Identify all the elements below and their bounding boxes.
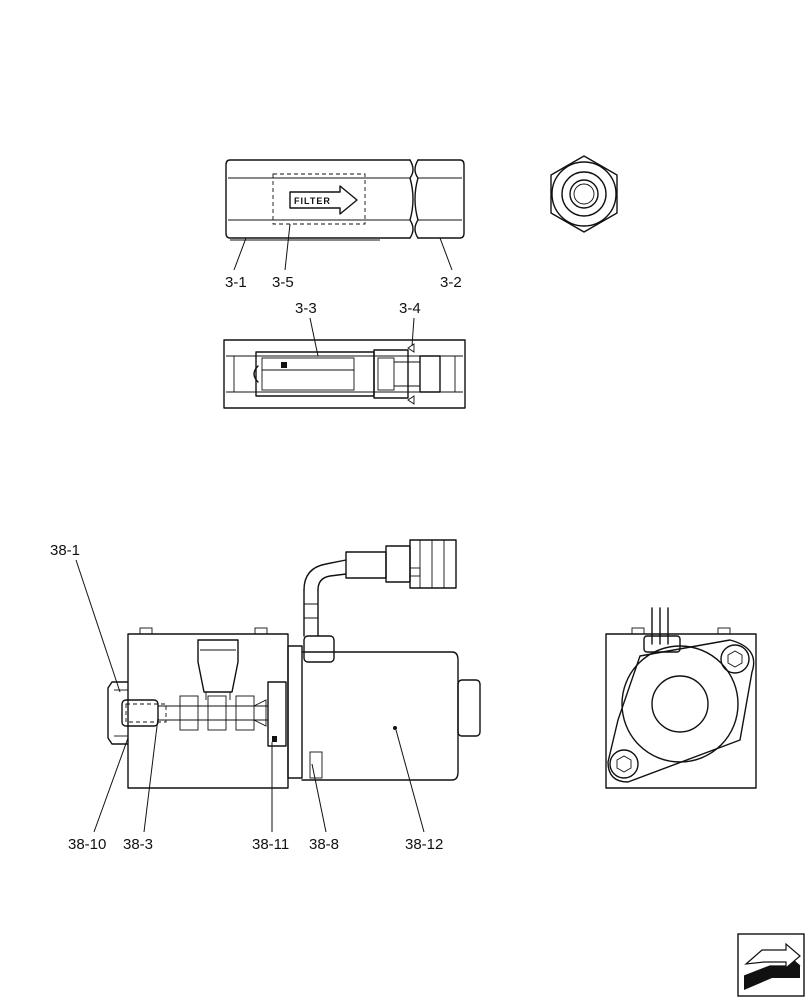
label-38-11: 38-11 (252, 836, 289, 853)
label-3-2: 3-2 (440, 274, 462, 291)
label-3-1: 3-1 (225, 274, 247, 291)
label-38-3: 38-3 (123, 836, 153, 853)
next-page-arrow-icon[interactable] (737, 933, 805, 997)
part-labels: 3-1 3-5 3-2 3-3 3-4 38-1 38-10 38-3 38-1… (50, 274, 462, 853)
solenoid-side-view (107, 539, 481, 789)
filter-stamp-text: FILTER (294, 196, 331, 206)
filter-end-view (550, 155, 618, 233)
label-38-8: 38-8 (309, 836, 339, 853)
label-3-3: 3-3 (295, 300, 317, 317)
label-38-10: 38-10 (68, 836, 106, 853)
label-3-4: 3-4 (399, 300, 421, 317)
label-38-1: 38-1 (50, 542, 80, 559)
filter-section-view (223, 339, 466, 409)
filter-side-view: FILTER (225, 159, 465, 241)
solenoid-end-view (605, 607, 757, 789)
label-3-5: 3-5 (272, 274, 294, 291)
label-38-12: 38-12 (405, 836, 443, 853)
leader-lines (75, 223, 453, 833)
